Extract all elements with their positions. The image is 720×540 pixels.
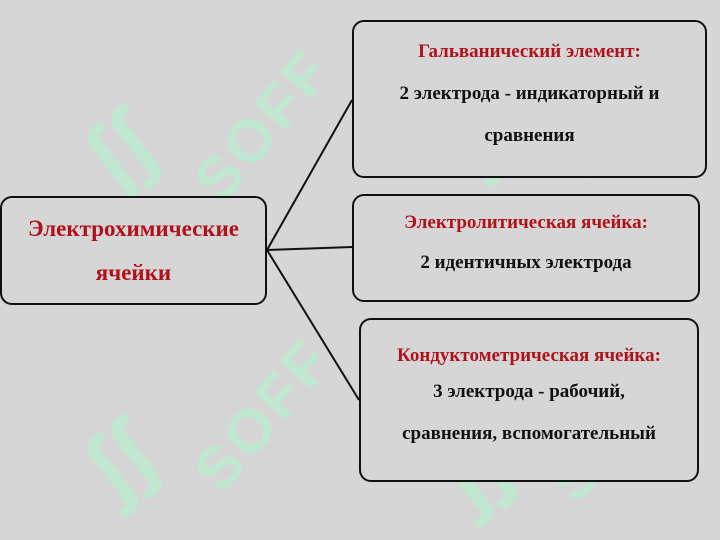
node-conductometric-cell: Кондуктометрическая ячейка: 3 электрода …: [359, 318, 699, 482]
connector-electrolytic: [266, 246, 353, 251]
root-node-electrochemical-cells: Электрохимические ячейки: [0, 196, 267, 305]
node-text-line2: сравнения, вспомогательный: [402, 423, 656, 444]
node-heading: Гальванический элемент:: [418, 41, 641, 62]
node-electrolytic-cell: Электролитическая ячейка: 2 идентичных э…: [352, 194, 700, 302]
node-heading: Электролитическая ячейка:: [404, 212, 648, 233]
root-title-line1: Электрохимические: [27, 215, 239, 241]
root-title-line2: ячейки: [95, 259, 172, 285]
connector-conductometric: [266, 249, 360, 401]
node-text-line1: 2 электрода - индикаторный и: [399, 83, 660, 104]
node-text-line1: 2 идентичных электрода: [420, 252, 632, 273]
node-text-line2: сравнения: [484, 125, 575, 146]
node-galvanic-element: Гальванический элемент: 2 электрода - ин…: [352, 20, 707, 178]
node-heading: Кондуктометрическая ячейка:: [397, 345, 661, 366]
node-text-line1: 3 электрода - рабочий,: [433, 381, 625, 402]
connector-galvanic: [266, 99, 353, 251]
